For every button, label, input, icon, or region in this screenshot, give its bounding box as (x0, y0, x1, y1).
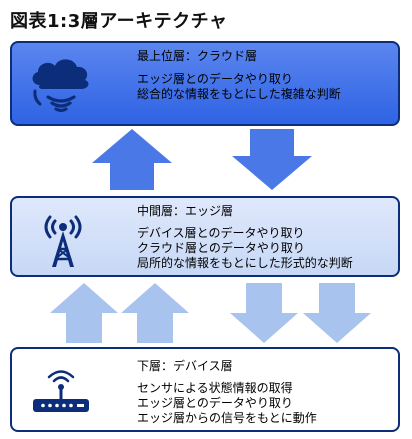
cloud-layer-label: 最上位層：クラウド層 (137, 49, 258, 63)
edge-layer-box: 中間層：エッジ層 デバイス層とのデータやり取り クラウド層とのデータやり取り 局… (10, 196, 400, 277)
down-arrow-edge-to-device-1 (230, 283, 298, 343)
edge-layer-text: 中間層：エッジ層 デバイス層とのデータやり取り クラウド層とのデータやり取り 局… (137, 204, 353, 271)
cloud-layer-text: 最上位層：クラウド層 エッジ層とのデータやり取り 総合的な情報をもとにした複雑な… (137, 49, 341, 102)
wifi-router-icon (33, 370, 89, 412)
cloud-layer-box: 最上位層：クラウド層 エッジ層とのデータやり取り 総合的な情報をもとにした複雑な… (10, 41, 400, 126)
device-layer-line: エッジ層からの信号をもとに動作 (137, 411, 317, 425)
cloud-signal-icon (32, 59, 89, 113)
up-arrow-device-to-edge-2 (121, 283, 189, 343)
up-arrow-edge-to-cloud (92, 129, 172, 190)
device-layer-box: 下層：デバイス層 センサによる状態情報の取得 エッジ層とのデータやり取り エッジ… (10, 347, 400, 432)
edge-layer-line: 局所的な情報をもとにした形式的な判断 (137, 256, 353, 270)
device-layer-line: センサによる状態情報の取得 (137, 381, 293, 395)
up-arrow-device-to-edge-1 (50, 283, 118, 343)
device-layer-line: エッジ層とのデータやり取り (137, 396, 293, 410)
edge-layer-label: 中間層：エッジ層 (137, 204, 234, 218)
down-arrow-edge-to-device-2 (303, 283, 371, 343)
down-arrow-cloud-to-edge (232, 129, 312, 190)
edge-layer-line: クラウド層とのデータやり取り (137, 241, 305, 255)
edge-layer-line: デバイス層とのデータやり取り (137, 226, 305, 240)
cloud-layer-line: エッジ層とのデータやり取り (137, 72, 293, 86)
device-layer-label: 下層：デバイス層 (137, 359, 233, 373)
cloud-layer-line: 総合的な情報をもとにした複雑な判断 (137, 87, 341, 101)
figure-title: 図表1:3層アーキテクチャ (10, 11, 228, 32)
device-layer-text: 下層：デバイス層 センサによる状態情報の取得 エッジ層とのデータやり取り エッジ… (137, 359, 317, 426)
antenna-tower-icon (44, 215, 82, 267)
